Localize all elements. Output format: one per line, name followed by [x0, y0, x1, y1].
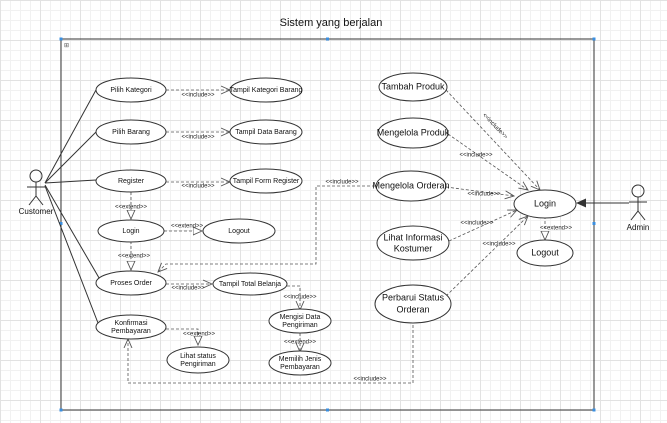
use-case-label: Tampil Form Register	[233, 178, 300, 185]
use-case-mengelola-produk[interactable]: Mengelola Produk	[377, 117, 450, 149]
include-label: <<include>>	[181, 135, 215, 141]
use-case-label: Logout	[228, 228, 249, 235]
use-case-mengelola-orderan[interactable]: Mengelola Orderan	[372, 170, 450, 202]
use-case-label: Tampil Data Barang	[235, 129, 297, 136]
use-case-proses-order[interactable]: Proses Order	[95, 270, 167, 296]
actor-admin-label: Admin	[627, 223, 650, 232]
actor-admin[interactable]: Admin	[627, 184, 650, 232]
use-case-tampil-kategori-barang[interactable]: Tampil Kategori Barang	[229, 77, 303, 103]
use-case-label: Pilih Kategori	[110, 87, 152, 94]
include-label: <<include>>	[460, 221, 494, 227]
use-case-pilih-kategori[interactable]: Pilih Kategori	[95, 77, 167, 103]
include-label: <<include>>	[482, 242, 516, 248]
extend-label: <<extend>>	[171, 224, 204, 230]
selection-handles	[59, 37, 596, 412]
use-case-label: Orderan	[396, 304, 429, 314]
include-label: <<include>>	[467, 192, 501, 198]
use-case-label: Tampil Kategori Barang	[230, 87, 303, 94]
use-case-label: Perbarui Status	[382, 292, 445, 302]
boundary-corner-marker: ⊞	[64, 43, 69, 49]
use-case-lihat-status-pengiriman[interactable]: Lihat status Pengiriman	[166, 346, 230, 374]
use-case-register[interactable]: Register	[95, 169, 167, 193]
use-case-login-admin[interactable]: Login	[513, 189, 577, 219]
use-case-perbarui-status-orderan[interactable]: Perbarui Status Orderan	[374, 284, 452, 324]
use-case-tampil-data-barang[interactable]: Tampil Data Barang	[229, 119, 303, 145]
use-case-logout-admin[interactable]: Logout	[516, 239, 574, 267]
extend-label: <<extend>>	[540, 226, 573, 232]
use-case-tambah-produk[interactable]: Tambah Produk	[378, 72, 448, 102]
use-case-tampil-form-register[interactable]: Tampil Form Register	[229, 168, 303, 194]
use-case-login-customer[interactable]: Login	[97, 219, 165, 243]
use-case-label: Konfirmasi	[114, 320, 148, 327]
use-case-label: Memilih Jenis	[279, 356, 322, 363]
use-case-label: Lihat status	[180, 353, 216, 360]
use-case-label: Tambah Produk	[381, 81, 445, 91]
extend-label: <<extend>>	[183, 332, 216, 338]
diagram-title: Sistem yang berjalan	[280, 17, 383, 29]
use-case-label: Pembayaran	[280, 364, 320, 371]
use-case-label: Pilih Barang	[112, 129, 150, 136]
extend-label: <<extend>>	[284, 340, 317, 346]
use-case-label: Register	[118, 178, 145, 185]
use-case-label: Mengelola Orderan	[372, 180, 449, 190]
include-label: <<include>>	[283, 295, 317, 301]
include-label: <<include>>	[459, 153, 493, 159]
use-case-label: Login	[534, 198, 556, 208]
use-case-lihat-informasi-kostumer[interactable]: Lihat Informasi Kostumer	[376, 225, 450, 261]
use-case-label: Pengiriman	[282, 322, 318, 329]
include-label: <<include>>	[181, 93, 215, 99]
include-label: <<include>>	[181, 184, 215, 190]
extend-label: <<extend>>	[115, 205, 148, 211]
include-label: <<include>>	[171, 286, 205, 292]
use-case-label: Lihat Informasi	[383, 232, 442, 242]
use-case-label: Pembayaran	[111, 328, 151, 335]
customer-relations	[128, 90, 414, 384]
actor-customer[interactable]: Customer	[19, 169, 54, 216]
use-case-pilih-barang[interactable]: Pilih Barang	[95, 119, 167, 145]
use-case-label: Proses Order	[110, 280, 152, 287]
relation-labels: <<include>> <<include>> <<include>> <<ex…	[115, 93, 573, 383]
include-label: <<include>>	[481, 112, 509, 140]
use-case-label: Mengelola Produk	[377, 127, 450, 137]
use-case-memilih-jenis-pembayaran[interactable]: Memilih Jenis Pembayaran	[268, 350, 332, 376]
use-case-label: Pengiriman	[180, 361, 216, 368]
use-case-konfirmasi-pembayaran[interactable]: Konfirmasi Pembayaran	[95, 314, 167, 340]
use-case-label: Login	[122, 228, 139, 235]
include-label: <<include>>	[325, 180, 359, 186]
customer-associations	[44, 89, 103, 324]
include-label: <<include>>	[353, 377, 387, 383]
use-case-label: Mengisi Data	[280, 314, 321, 321]
use-case-mengisi-data-pengiriman[interactable]: Mengisi Data Pengiriman	[268, 308, 332, 334]
admin-relations	[445, 89, 545, 297]
use-case-label: Tampil Total Belanja	[219, 281, 281, 288]
use-case-tampil-total-belanja[interactable]: Tampil Total Belanja	[212, 272, 288, 296]
actor-customer-label: Customer	[19, 207, 54, 216]
use-case-logout-customer[interactable]: Logout	[202, 218, 276, 244]
use-case-label: Logout	[531, 247, 559, 257]
extend-label: <<extend>>	[118, 254, 151, 260]
use-case-label: Kostumer	[394, 243, 433, 253]
